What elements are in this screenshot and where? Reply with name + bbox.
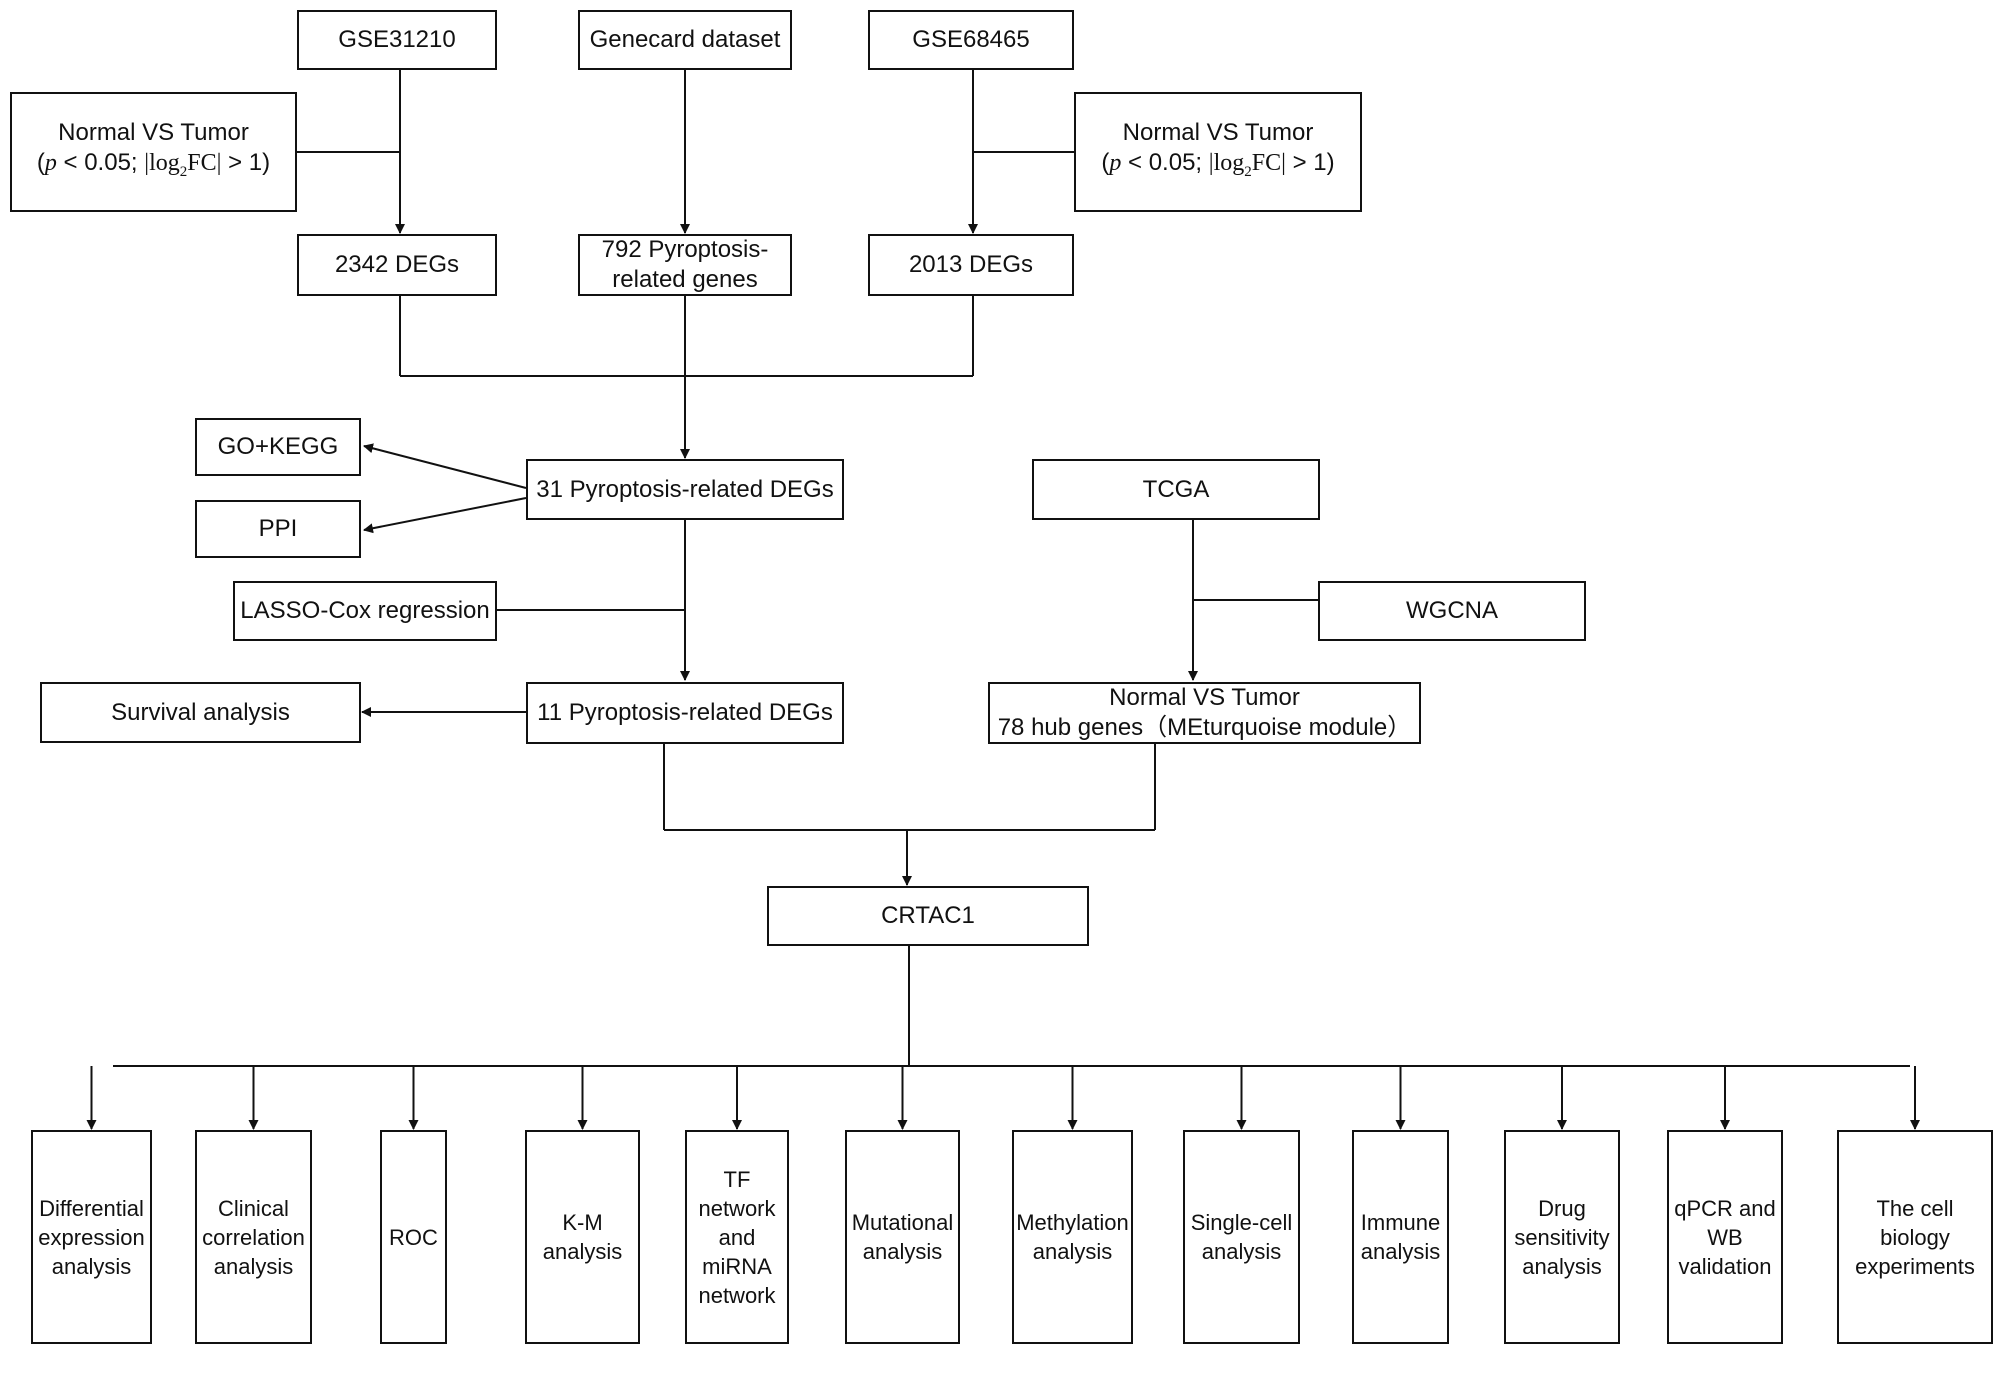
analysis-box-2-line-1: Clinical — [218, 1195, 289, 1221]
crtac1-label: CRTAC1 — [881, 902, 975, 929]
hub-genes-line1: Normal VS Tumor — [1109, 684, 1300, 711]
analysis-box-5: TF network and miRNA network — [685, 1130, 789, 1344]
analysis-box-10: Drug sensitivity analysis — [1504, 1130, 1620, 1344]
filter-left-node: Normal VS Tumor (p < 0.05; |log2FC| > 1) — [10, 92, 297, 212]
analysis-box-8-line-2: analysis — [1201, 1239, 1282, 1264]
analysis-box-4-line-2: analysis — [542, 1239, 623, 1264]
analysis-box-7-line-2: analysis — [1032, 1239, 1113, 1264]
analysis-box-10-line-2: sensitivity — [1514, 1224, 1610, 1250]
analysis-box-5-line-5: network — [698, 1282, 776, 1308]
gse68465-node: GSE68465 — [868, 10, 1074, 70]
lasso-cox-node: LASSO-Cox regression — [233, 581, 497, 641]
ppi-node: PPI — [195, 500, 361, 558]
tcga-label: TCGA — [1142, 475, 1210, 503]
degs-31-label: 31 Pyroptosis-related DEGs — [536, 475, 834, 503]
analysis-box-8-line-1: Single-cell — [1190, 1210, 1293, 1235]
ppi-label: PPI — [258, 515, 298, 542]
pyroptosis-792-line2: related genes — [612, 266, 758, 293]
analysis-box-12-line-1: The cell — [1876, 1195, 1954, 1221]
genecard-label: Genecard dataset — [589, 26, 781, 53]
analysis-box-5-line-4: miRNA — [702, 1253, 772, 1279]
analysis-box-12-line-2: biology — [1880, 1224, 1950, 1250]
analysis-box-3: ROC — [380, 1130, 447, 1344]
analysis-box-6: Mutational analysis — [845, 1130, 960, 1344]
wgcna-node: WGCNA — [1318, 581, 1586, 641]
gse31210-label: GSE31210 — [338, 26, 456, 53]
filter-left-line1: Normal VS Tumor — [58, 118, 249, 146]
analysis-box-7: Methylation analysis — [1012, 1130, 1133, 1344]
tcga-node: TCGA — [1032, 459, 1320, 520]
analysis-box-1: Differential expression analysis — [31, 1130, 152, 1344]
analysis-box-11-line-3: validation — [1678, 1253, 1772, 1279]
analysis-box-12-line-3: experiments — [1855, 1253, 1975, 1279]
analysis-box-2-line-2: correlation — [202, 1224, 305, 1250]
analysis-box-8: Single-cell analysis — [1183, 1130, 1300, 1344]
analysis-box-5-line-3: and — [718, 1224, 756, 1250]
gse68465-label: GSE68465 — [912, 26, 1030, 53]
lasso-cox-label: LASSO-Cox regression — [240, 597, 490, 624]
analysis-box-9: Immune analysis — [1352, 1130, 1449, 1344]
analysis-box-1-line-2: expression — [38, 1224, 145, 1250]
analysis-box-3-line-1: ROC — [389, 1224, 438, 1250]
analysis-box-7-line-1: Methylation — [1016, 1210, 1129, 1235]
survival-analysis-node: Survival analysis — [40, 682, 361, 743]
filter-right-line2: (p < 0.05; |log2FC| > 1) — [1101, 148, 1335, 180]
analysis-box-10-line-3: analysis — [1522, 1253, 1602, 1279]
analysis-box-1-line-3: analysis — [51, 1253, 132, 1279]
crtac1-node: CRTAC1 — [767, 886, 1089, 946]
degs-2013-label: 2013 DEGs — [908, 251, 1034, 278]
hub-genes-line2: 78 hub genes（MEturquoise module） — [997, 714, 1412, 741]
analysis-box-10-line-1: Drug — [1538, 1195, 1586, 1221]
analysis-box-9-line-1: Immune — [1360, 1210, 1441, 1235]
analysis-box-6-line-1: Mutational — [851, 1210, 954, 1235]
degs-2342-node: 2342 DEGs — [297, 234, 497, 296]
degs-31-node: 31 Pyroptosis-related DEGs — [526, 459, 844, 520]
pyroptosis-792-line1: 792 Pyroptosis- — [601, 236, 769, 263]
go-kegg-label: GO+KEGG — [217, 433, 339, 460]
gse31210-node: GSE31210 — [297, 10, 497, 70]
analysis-box-4-line-1: K-M — [562, 1210, 603, 1235]
analysis-box-9-line-2: analysis — [1360, 1239, 1441, 1264]
analysis-box-6-line-2: analysis — [862, 1239, 943, 1264]
analysis-box-2-line-3: analysis — [213, 1253, 294, 1279]
genecard-node: Genecard dataset — [578, 10, 792, 70]
analysis-box-11-line-1: qPCR and — [1674, 1195, 1776, 1221]
filter-right-node: Normal VS Tumor (p < 0.05; |log2FC| > 1) — [1074, 92, 1362, 212]
degs-2342-label: 2342 DEGs — [334, 251, 460, 278]
wgcna-label: WGCNA — [1406, 597, 1498, 624]
analysis-box-12: The cell biology experiments — [1837, 1130, 1993, 1344]
hub-genes-node: Normal VS Tumor 78 hub genes（MEturquoise… — [988, 682, 1421, 744]
filter-left-line2: (p < 0.05; |log2FC| > 1) — [36, 148, 271, 180]
analysis-box-5-line-2: network — [698, 1195, 776, 1221]
analysis-box-1-line-1: Differential — [39, 1195, 144, 1221]
degs-11-label: 11 Pyroptosis-related DEGs — [537, 699, 833, 726]
degs-11-node: 11 Pyroptosis-related DEGs — [526, 682, 844, 744]
go-kegg-node: GO+KEGG — [195, 418, 361, 476]
pyroptosis-792-node: 792 Pyroptosis- related genes — [578, 234, 792, 296]
filter-right-line1: Normal VS Tumor — [1122, 118, 1314, 146]
analysis-box-2: Clinical correlation analysis — [195, 1130, 312, 1344]
analysis-box-5-line-1: TF — [723, 1166, 751, 1192]
degs-2013-node: 2013 DEGs — [868, 234, 1074, 296]
survival-analysis-label: Survival analysis — [111, 698, 290, 726]
analysis-box-11-line-2: WB — [1707, 1224, 1743, 1250]
analysis-box-4: K-M analysis — [525, 1130, 640, 1344]
